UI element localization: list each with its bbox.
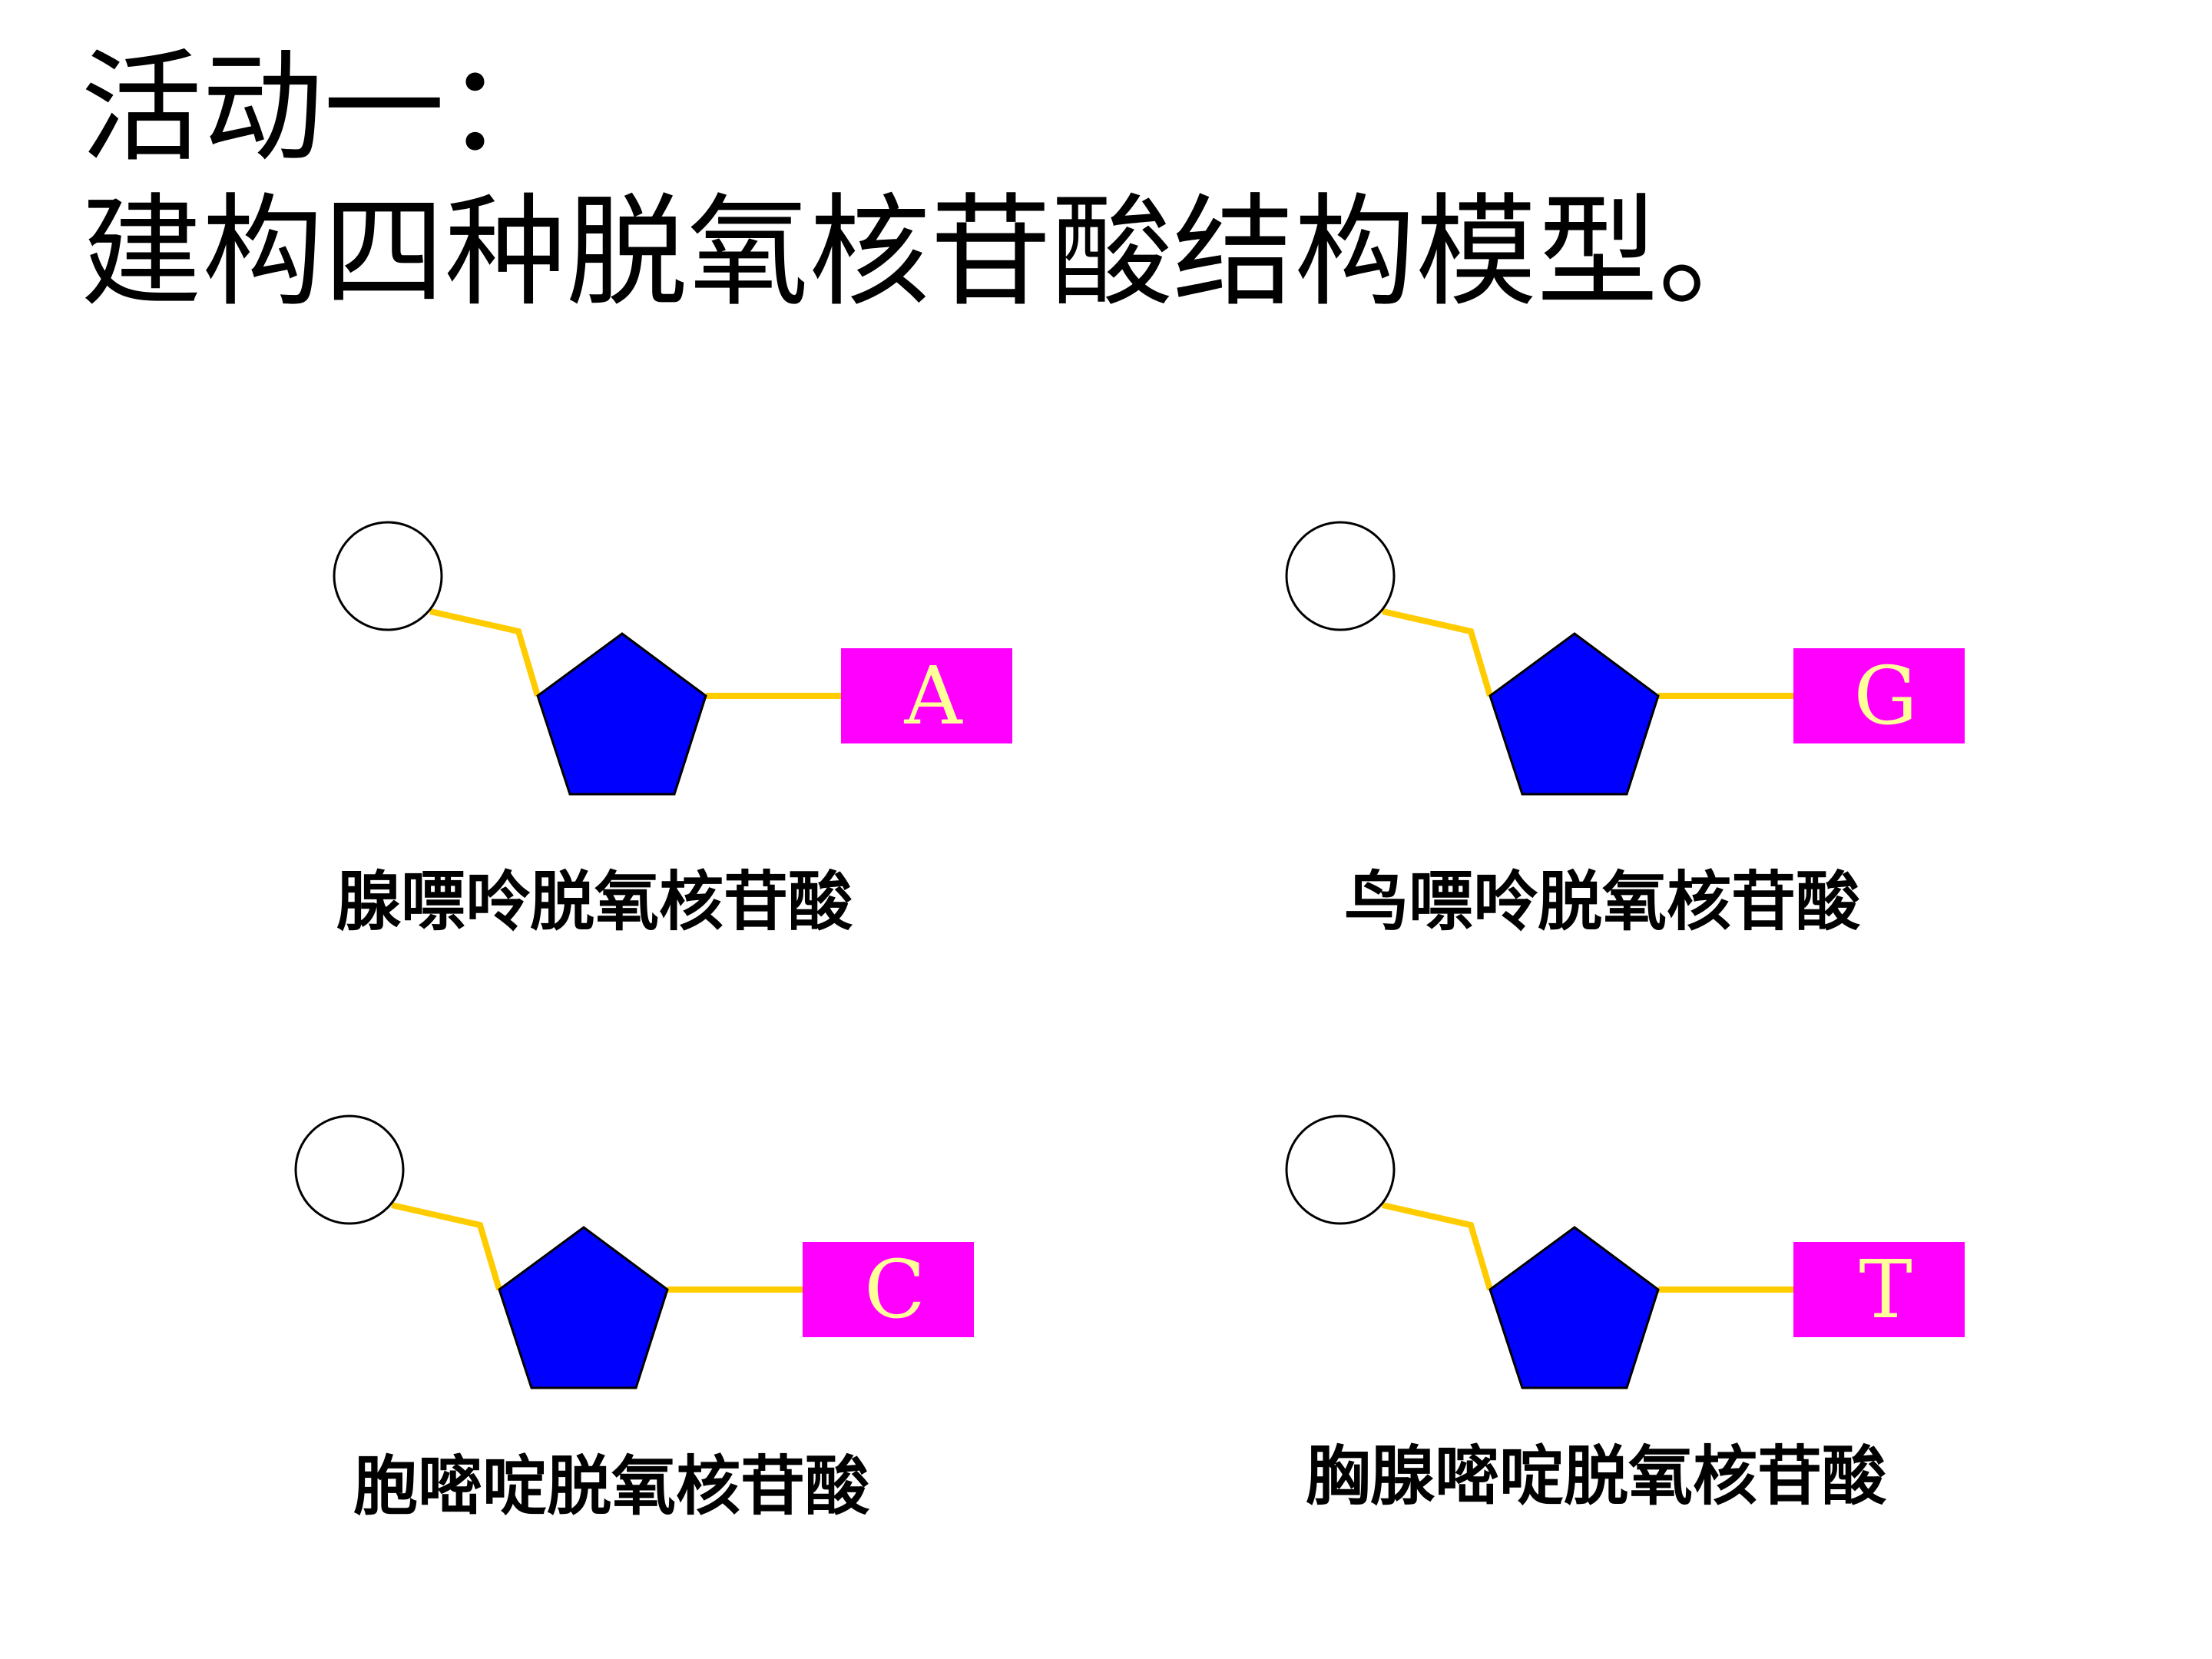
caption-adenine: 腺嘌呤脱氧核苷酸: [336, 863, 853, 939]
caption-cytosine: 胞嘧啶脱氧核苷酸: [353, 1448, 870, 1524]
base-letter-adenine: A: [903, 649, 963, 743]
base-letter-cytosine: C: [864, 1243, 926, 1336]
sugar-pentagon-cytosine: [498, 1226, 669, 1389]
base-rect-adenine: [841, 648, 1012, 743]
caption-guanine: 鸟嘌呤脱氧核苷酸: [1344, 863, 1861, 939]
phosphate-bond-cytosine: [391, 1202, 502, 1291]
base-rect-cytosine: [803, 1242, 974, 1337]
sugar-pentagon-thymine: [1488, 1226, 1660, 1389]
phosphate-circle-cytosine: [294, 1114, 405, 1225]
sugar-pentagon-adenine: [536, 632, 707, 796]
phosphate-circle-guanine: [1285, 521, 1396, 631]
title-line-2: 建构四种脱氧核苷酸结构模型。: [81, 182, 1780, 323]
base-letter-thymine: T: [1859, 1243, 1912, 1336]
sugar-pentagon-guanine: [1488, 632, 1660, 796]
phosphate-bond-guanine: [1382, 608, 1493, 697]
phosphate-bond-adenine: [429, 608, 541, 697]
phosphate-bond-thymine: [1382, 1202, 1493, 1291]
phosphate-circle-thymine: [1285, 1114, 1396, 1225]
base-rect-thymine: [1793, 1242, 1965, 1337]
base-rect-guanine: [1793, 648, 1965, 743]
caption-thymine: 胸腺嘧啶脱氧核苷酸: [1306, 1438, 1887, 1514]
base-letter-guanine: G: [1853, 649, 1917, 743]
phosphate-circle-adenine: [333, 521, 443, 631]
title-line-1: 活动一：: [81, 38, 566, 179]
